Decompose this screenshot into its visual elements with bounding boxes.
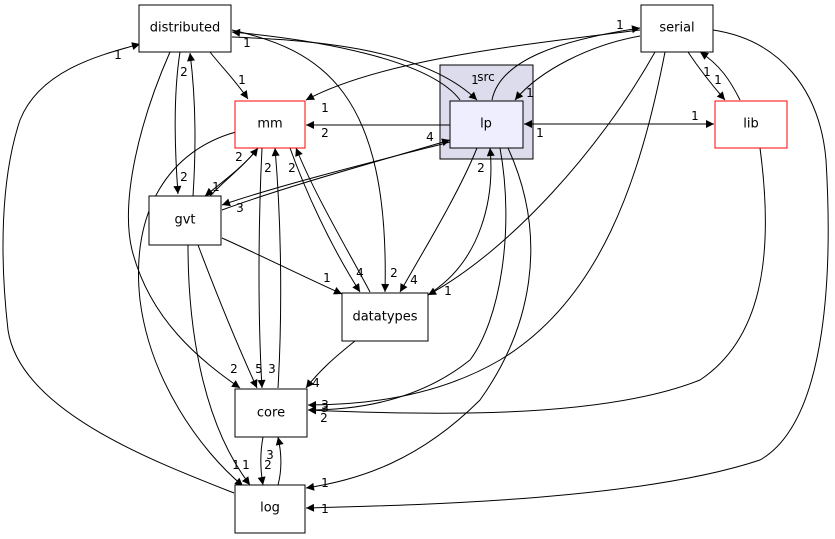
label-gvt-to-core: 5 — [255, 362, 263, 376]
edge-datatypes-to-mm — [295, 147, 371, 293]
label-core-to-mm: 2 — [264, 161, 272, 175]
label-lp-to-datatypes: 4 — [410, 273, 418, 287]
node-label-mm: mm — [257, 117, 282, 132]
edge-distributed-to-datatypes — [231, 29, 390, 293]
label-distributed-to-mm: 1 — [238, 73, 246, 87]
label-log-to-core: 3 — [266, 448, 274, 462]
node-lib[interactable]: lib — [714, 100, 788, 149]
edge-distributed-to-gvt — [173, 51, 182, 195]
label-lib-to-serial: 1 — [714, 73, 722, 87]
edge-labels: 1 1 2 1 1 1 1 1 1 1 2 4 1 1 2 2 2 2 2 1 … — [114, 18, 722, 516]
edge-gvt-to-core — [197, 244, 258, 389]
node-label-core: core — [257, 406, 285, 421]
edge-log-to-core — [275, 436, 284, 486]
node-label-distributed: distributed — [150, 21, 221, 36]
edge-core-to-mm — [271, 147, 282, 389]
label-lp-to-log: 1 — [321, 476, 329, 490]
label-gvt-to-distributed: 2 — [180, 65, 188, 79]
edge-gvt-to-distributed — [187, 52, 196, 197]
edge-serial-to-log — [305, 29, 829, 512]
node-mm[interactable]: mm — [234, 100, 306, 149]
node-gvt[interactable]: gvt — [148, 195, 222, 246]
label-gvt-to-mm: 2 — [235, 150, 243, 164]
label-mm-to-datatypes: 4 — [356, 266, 364, 280]
label-lp-to-core: 2 — [320, 411, 328, 425]
label-lp-to-lib: 1 — [691, 109, 699, 123]
edge-distributed-to-core — [127, 51, 241, 389]
node-serial[interactable]: serial — [640, 4, 714, 53]
edge-serial-to-mm — [305, 29, 641, 101]
edge-mm-to-log — [138, 131, 244, 487]
node-lp[interactable]: lp — [449, 100, 524, 149]
cluster-label: src — [477, 70, 495, 84]
edge-gvt-to-log — [187, 244, 251, 486]
node-label-lp: lp — [480, 117, 492, 132]
label-gvt-to-log: 1 — [242, 458, 250, 472]
node-core[interactable]: core — [234, 388, 308, 438]
label-distributed-to-core: 2 — [230, 362, 238, 376]
label-core-to-log: 2 — [264, 458, 272, 472]
edge-core-to-log — [257, 436, 266, 486]
label-lp-to-mm: 2 — [321, 126, 329, 140]
edge-gvt-to-datatypes — [221, 237, 343, 295]
label-mm-to-gvt: 1 — [212, 180, 220, 194]
edge-mm-to-gvt — [204, 147, 259, 197]
label-serial-to-mm: 1 — [321, 101, 329, 115]
edge-lp-to-core — [307, 147, 507, 414]
edge-lp-to-datatypes — [399, 147, 478, 293]
label-serial-to-log: 1 — [321, 502, 329, 516]
edge-distributed-to-mm — [209, 51, 249, 100]
edge-log-to-distributed — [2, 42, 235, 494]
label-lp-to-serial: 1 — [616, 18, 624, 32]
label-serial-to-lib: 1 — [703, 65, 711, 79]
label-lib-to-core: 3 — [321, 401, 329, 415]
edge-serial-to-lib — [687, 51, 726, 101]
edge-distributed-to-lp — [231, 36, 478, 101]
edge-gvt-to-lp — [221, 138, 451, 211]
node-label-log: log — [260, 501, 280, 516]
edge-lp-to-gvt — [221, 141, 451, 207]
edge-serial-to-datatypes — [427, 51, 656, 296]
edge-serial-to-core — [307, 51, 666, 409]
label-serial-to-datatypes: 1 — [444, 284, 452, 298]
label-mm-to-core: 3 — [268, 362, 276, 376]
edge-mm-to-core — [257, 147, 266, 389]
edge-datatypes-to-core — [305, 340, 356, 389]
node-datatypes[interactable]: datatypes — [341, 292, 429, 342]
label-mm-to-log: 1 — [232, 458, 240, 472]
edge-lp-to-log — [305, 147, 532, 491]
node-log[interactable]: log — [234, 484, 306, 534]
label-lib-to-lp: 1 — [536, 126, 544, 140]
edge-lp-to-serial — [491, 25, 641, 101]
node-label-datatypes: datatypes — [352, 310, 417, 325]
label-serial-to-lp: 1 — [526, 86, 534, 100]
node-label-lib: lib — [743, 117, 758, 132]
label-lp-to-distributed: 1 — [243, 36, 251, 50]
edge-lib-to-core — [307, 147, 766, 415]
label-serial-to-core: 3 — [321, 398, 329, 412]
edge-mm-to-datatypes — [289, 147, 361, 293]
label-distributed-to-datatypes: 2 — [390, 266, 398, 280]
node-distributed[interactable]: distributed — [138, 4, 232, 53]
edges — [2, 25, 829, 512]
edge-datatypes-to-lp — [431, 147, 495, 293]
label-datatypes-to-lp: 2 — [477, 161, 485, 175]
label-gvt-to-lp: 4 — [426, 130, 434, 144]
label-gvt-to-datatypes: 1 — [323, 271, 331, 285]
node-label-gvt: gvt — [174, 213, 195, 228]
edge-serial-to-lp — [514, 35, 641, 101]
label-datatypes-to-core: 4 — [312, 376, 320, 390]
edge-lp-to-distributed — [231, 28, 461, 101]
node-label-serial: serial — [659, 21, 694, 36]
label-lp-to-gvt: 3 — [236, 201, 244, 215]
label-datatypes-to-mm: 2 — [288, 161, 296, 175]
label-log-to-distributed: 1 — [114, 48, 122, 62]
label-distributed-to-lp: 1 — [471, 73, 479, 87]
label-distributed-to-gvt: 2 — [180, 170, 188, 184]
edge-lib-to-serial — [699, 51, 741, 101]
